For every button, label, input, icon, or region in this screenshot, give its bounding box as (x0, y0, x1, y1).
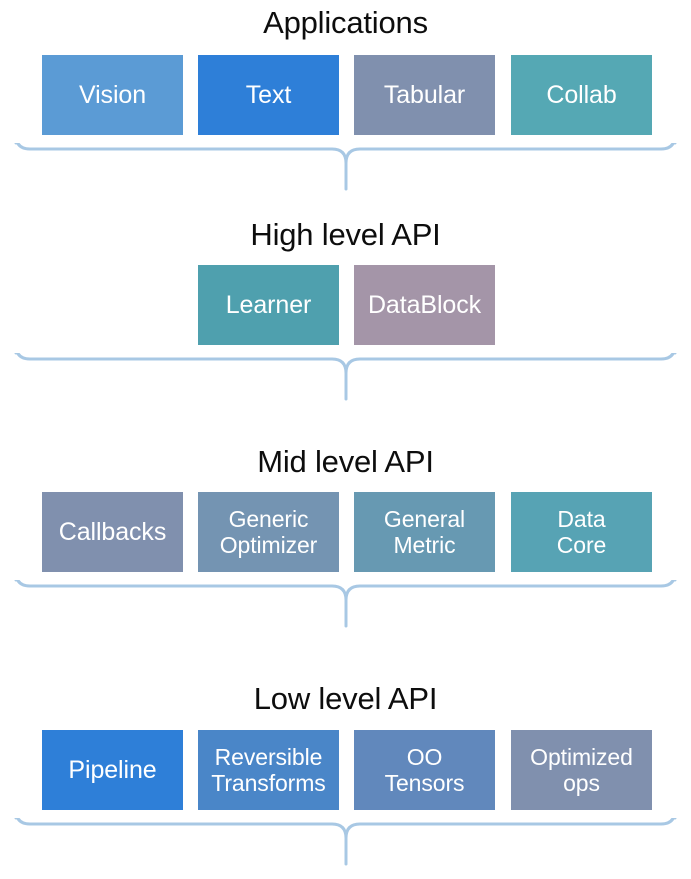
box-pipeline[interactable]: Pipeline (42, 730, 183, 810)
box-reversible-transforms[interactable]: Reversible Transforms (198, 730, 339, 810)
box-datablock[interactable]: DataBlock (354, 265, 495, 345)
layer-title-mid-level-api: Mid level API (257, 444, 434, 479)
curly-brace-connector (0, 353, 691, 403)
box-generic-optimizer[interactable]: Generic Optimizer (198, 492, 339, 572)
layer-title-applications: Applications (263, 5, 428, 40)
box-data-core[interactable]: Data Core (511, 492, 652, 572)
layer-title-high-level-api: High level API (250, 217, 441, 252)
box-text[interactable]: Text (198, 55, 339, 135)
box-vision[interactable]: Vision (42, 55, 183, 135)
box-general-metric[interactable]: General Metric (354, 492, 495, 572)
curly-brace-connector (0, 818, 691, 868)
box-optimized-ops[interactable]: Optimized ops (511, 730, 652, 810)
box-tabular[interactable]: Tabular (354, 55, 495, 135)
box-callbacks[interactable]: Callbacks (42, 492, 183, 572)
box-oo-tensors[interactable]: OO Tensors (354, 730, 495, 810)
curly-brace-connector (0, 143, 691, 193)
box-collab[interactable]: Collab (511, 55, 652, 135)
curly-brace-connector (0, 580, 691, 630)
box-learner[interactable]: Learner (198, 265, 339, 345)
layer-title-low-level-api: Low level API (253, 681, 438, 716)
